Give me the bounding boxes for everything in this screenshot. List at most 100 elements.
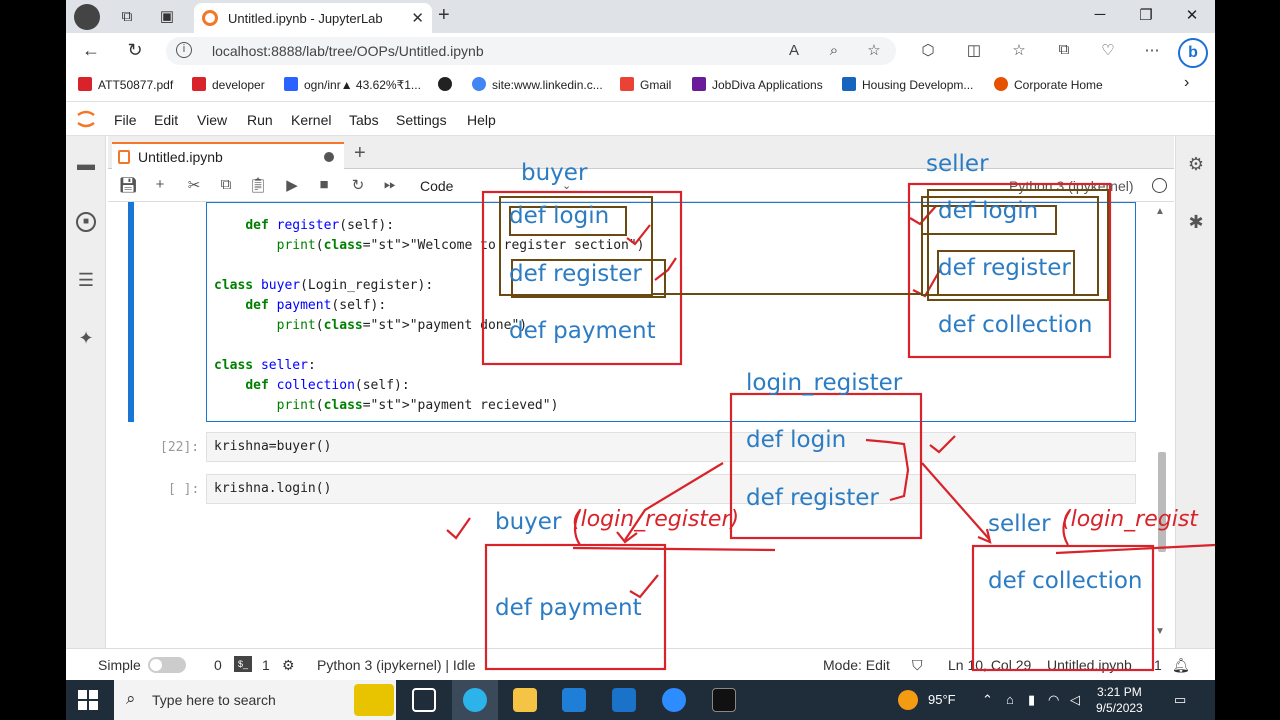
toc-icon[interactable]: ☰ bbox=[77, 270, 95, 290]
chevron-down-icon: ⌄ bbox=[562, 180, 572, 192]
extensions-icon[interactable]: ⬡ bbox=[921, 42, 935, 59]
extensions-puzzle-icon[interactable]: ✦ bbox=[78, 328, 94, 348]
cell-type-select[interactable]: Code bbox=[420, 178, 454, 194]
interrupt-icon[interactable]: ■ bbox=[319, 176, 329, 193]
bookmark-item[interactable]: developer bbox=[192, 77, 265, 92]
browser-essentials-icon[interactable]: ♡ bbox=[1101, 42, 1115, 59]
terminals-count[interactable]: 0 bbox=[214, 657, 222, 673]
tray-chevron-icon[interactable]: ⌃ bbox=[982, 692, 993, 707]
cell-source[interactable]: krishna=buyer() bbox=[214, 439, 332, 454]
folder-icon[interactable]: ▬ bbox=[77, 154, 95, 174]
more-menu-icon[interactable]: ⋯ bbox=[1144, 42, 1160, 59]
split-screen-icon[interactable]: ◫ bbox=[966, 42, 982, 59]
code-cell[interactable]: krishna=buyer() bbox=[206, 432, 1136, 462]
mail-icon[interactable] bbox=[612, 688, 636, 712]
bookmark-item[interactable]: JobDiva Applications bbox=[692, 77, 823, 92]
favorites-icon[interactable]: ☆ bbox=[1012, 42, 1026, 59]
zoom-icon[interactable] bbox=[662, 688, 686, 712]
kernel-status-icon bbox=[1152, 178, 1167, 193]
weather-temp[interactable]: 95°F bbox=[928, 692, 956, 707]
copy-icon[interactable]: ⧉ bbox=[220, 176, 232, 193]
save-icon[interactable]: 💾︎ bbox=[118, 177, 138, 194]
menu-file[interactable]: File bbox=[114, 112, 137, 128]
menu-edit[interactable]: Edit bbox=[154, 112, 179, 128]
bookmark-item[interactable] bbox=[438, 77, 458, 92]
scroll-up-icon[interactable]: ▲ bbox=[1155, 206, 1165, 217]
cell-source[interactable]: krishna.login() bbox=[214, 481, 332, 496]
close-tab-icon[interactable]: ✕ bbox=[411, 10, 424, 27]
wifi-icon[interactable]: ◠ bbox=[1048, 692, 1060, 707]
cut-icon[interactable]: ✂ bbox=[187, 177, 201, 194]
bookmark-item[interactable]: Corporate Home bbox=[994, 77, 1103, 92]
taskbar-search[interactable]: ⌕ Type here to search bbox=[114, 680, 396, 720]
run-icon[interactable]: ▶ bbox=[286, 177, 298, 194]
volume-icon[interactable]: ◁ bbox=[1070, 692, 1080, 707]
kernel-status-text[interactable]: Python 3 (ipykernel) | Idle bbox=[317, 657, 476, 673]
microphone-icon[interactable]: ▮ bbox=[1028, 692, 1036, 707]
menu-kernel[interactable]: Kernel bbox=[291, 112, 332, 128]
notebook-tab[interactable]: Untitled.ipynb bbox=[112, 142, 344, 169]
new-launcher-button[interactable]: + bbox=[354, 142, 366, 164]
bell-icon[interactable]: 🔔︎ bbox=[1172, 657, 1190, 673]
terminal-app-icon[interactable] bbox=[712, 688, 736, 712]
cursor-position[interactable]: Ln 10, Col 29 bbox=[948, 657, 1032, 673]
address-bar[interactable]: i localhost:8888/lab/tree/OOPs/Untitled.… bbox=[166, 37, 896, 65]
bookmark-item[interactable]: Housing Developm... bbox=[842, 77, 973, 92]
running-kernels-icon[interactable]: ■ bbox=[76, 212, 96, 232]
kernel-name[interactable]: Python 3 (ipykernel) bbox=[1009, 178, 1134, 194]
insert-cell-icon[interactable]: + bbox=[155, 176, 165, 193]
housing-icon bbox=[842, 77, 856, 91]
menu-tabs[interactable]: Tabs bbox=[349, 112, 379, 128]
menu-settings[interactable]: Settings bbox=[396, 112, 447, 128]
tab-actions-icon[interactable]: ▣ bbox=[159, 8, 175, 25]
read-aloud-icon[interactable]: A bbox=[788, 42, 799, 59]
cell-source[interactable]: def register(self): print(class="st">"We… bbox=[214, 216, 645, 416]
collections-icon[interactable]: ⧉ bbox=[1058, 41, 1070, 58]
kernels-count[interactable]: 1 bbox=[262, 657, 270, 673]
system-clock[interactable]: 3:21 PM 9/5/2023 bbox=[1096, 684, 1143, 716]
store-icon[interactable] bbox=[562, 688, 586, 712]
scroll-down-icon[interactable]: ▼ bbox=[1155, 626, 1165, 637]
minimize-icon[interactable]: ─ bbox=[1094, 6, 1106, 23]
restore-icon[interactable]: ❐ bbox=[1139, 7, 1153, 24]
bookmark-item[interactable]: ATT50877.pdf bbox=[78, 77, 173, 92]
bookmark-item[interactable]: site:www.linkedin.c... bbox=[472, 77, 603, 92]
terminal-icon: $_ bbox=[234, 656, 252, 672]
file-explorer-icon[interactable] bbox=[513, 688, 537, 712]
restart-icon[interactable]: ↻ bbox=[351, 177, 365, 194]
network-icon[interactable]: ⌂ bbox=[1006, 692, 1014, 707]
menu-run[interactable]: Run bbox=[247, 112, 273, 128]
bookmark-item[interactable]: ogn/inr▲ 43.62%₹1... bbox=[284, 77, 421, 92]
favorite-star-icon[interactable]: ☆ bbox=[867, 42, 881, 59]
workspaces-icon[interactable]: ⧉ bbox=[121, 8, 133, 25]
simple-mode-toggle[interactable] bbox=[148, 657, 186, 673]
windows-start-icon[interactable] bbox=[78, 690, 98, 710]
restart-run-all-icon[interactable]: ⏩︎ bbox=[383, 176, 396, 193]
edge-icon[interactable] bbox=[463, 688, 487, 712]
code-cell[interactable]: krishna.login() bbox=[206, 474, 1136, 504]
bing-chat-icon[interactable]: b bbox=[1178, 38, 1208, 68]
task-view-icon[interactable] bbox=[412, 688, 436, 712]
new-tab-button[interactable]: + bbox=[438, 4, 450, 26]
close-window-icon[interactable]: ✕ bbox=[1185, 7, 1199, 24]
debugger-icon[interactable]: ✱ bbox=[1188, 212, 1204, 232]
property-inspector-icon[interactable]: ⚙ bbox=[1187, 154, 1205, 174]
unsaved-dot-icon[interactable] bbox=[324, 152, 334, 162]
scrollbar-thumb[interactable] bbox=[1158, 452, 1166, 552]
menu-help[interactable]: Help bbox=[467, 112, 496, 128]
browser-tab-active[interactable]: Untitled.ipynb - JupyterLab ✕ bbox=[194, 3, 432, 33]
annotation-label: buyer bbox=[495, 509, 562, 535]
refresh-icon[interactable]: ↻ bbox=[127, 40, 143, 60]
paste-icon[interactable]: 📋︎ bbox=[248, 177, 268, 194]
weather-icon[interactable] bbox=[898, 690, 918, 710]
notifications-icon[interactable]: ▭ bbox=[1174, 692, 1187, 707]
back-icon[interactable]: ← bbox=[82, 40, 100, 60]
shield-check-icon[interactable]: ⛉ bbox=[912, 657, 923, 673]
menu-view[interactable]: View bbox=[197, 112, 228, 128]
bookmark-item[interactable]: Gmail bbox=[620, 77, 671, 92]
site-info-icon[interactable]: i bbox=[176, 42, 192, 58]
zoom-icon[interactable]: ⌕ bbox=[829, 42, 839, 59]
bookmarks-overflow-icon[interactable]: › bbox=[1184, 74, 1190, 91]
profile-avatar[interactable] bbox=[74, 4, 100, 30]
annotation-label: def collection bbox=[988, 568, 1143, 594]
